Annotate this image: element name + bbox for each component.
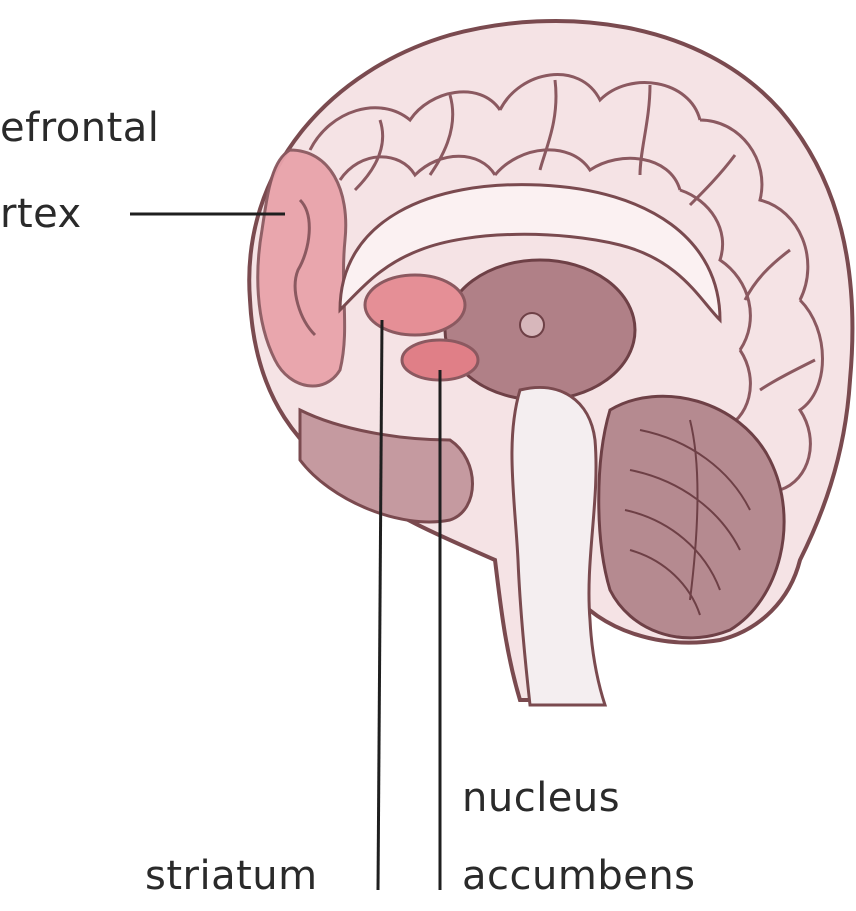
nucleus-accumbens-label-line1: nucleus (462, 774, 620, 822)
striatum-label: striatum (145, 852, 318, 900)
thalamus-center (520, 313, 544, 337)
brainstem (512, 387, 605, 705)
prefrontal-label-line1: efrontal (0, 104, 159, 152)
prefrontal-cortex-highlight (258, 150, 346, 386)
nucleus-accumbens-label-line2: accumbens (462, 852, 696, 900)
prefrontal-label-line2: rtex (0, 190, 82, 238)
striatum-highlight (365, 275, 465, 335)
